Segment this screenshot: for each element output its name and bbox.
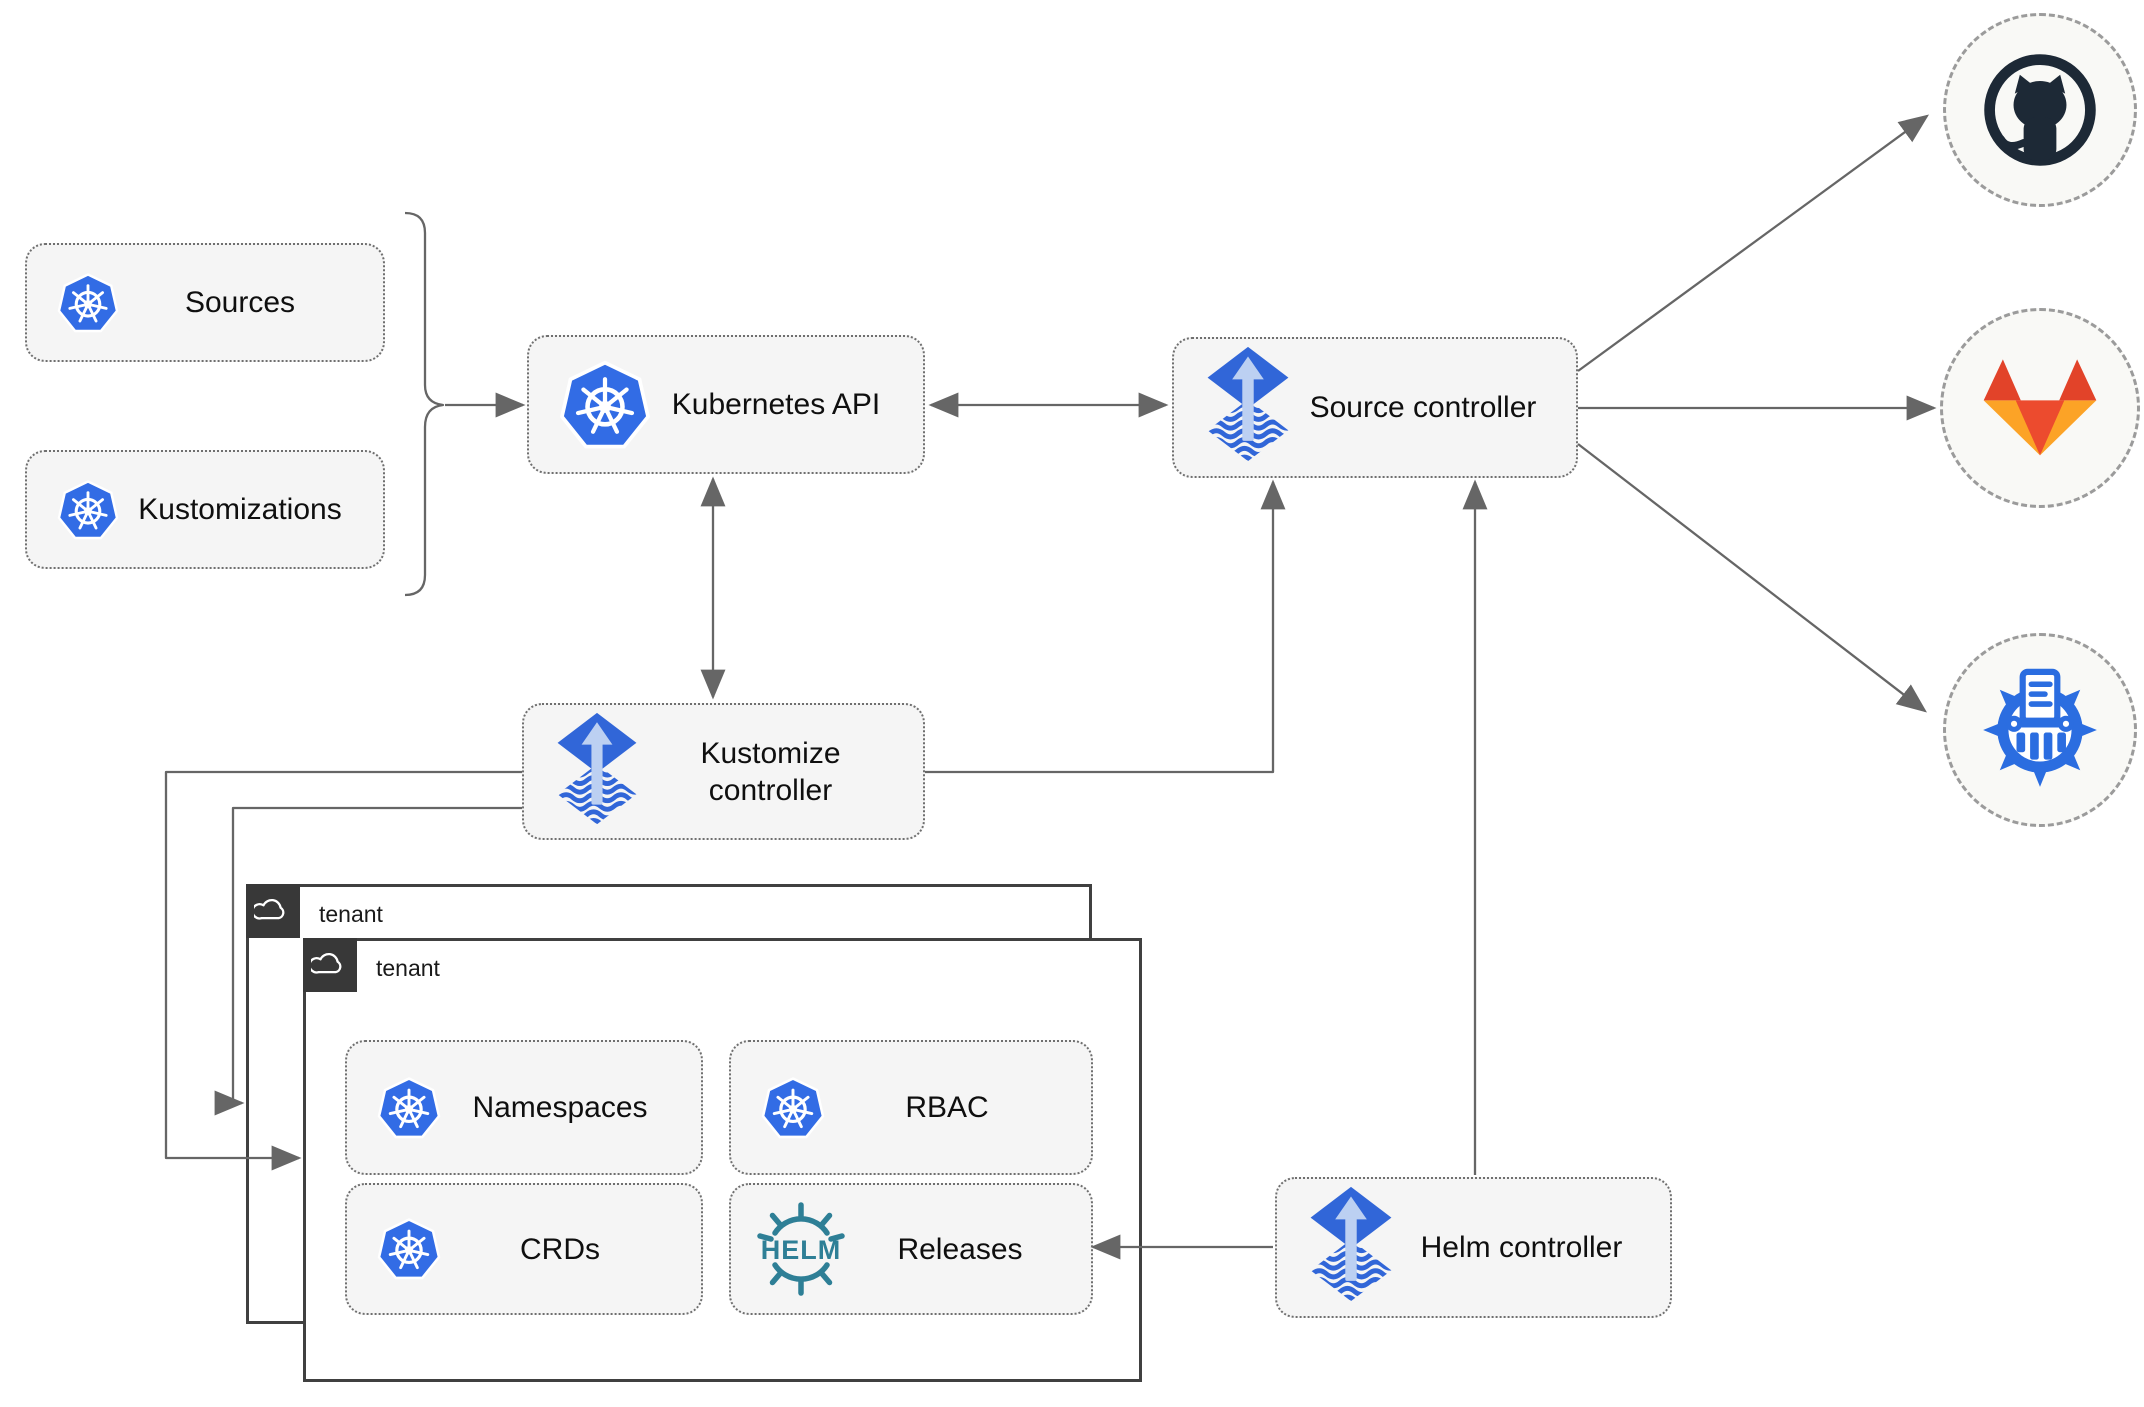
kubernetes-icon (57, 479, 119, 541)
kubernetes-icon (559, 359, 651, 451)
edge-source-to-github (1577, 114, 1930, 372)
edge-kustomize-to-source (925, 479, 1286, 774)
helm-controller-box: Helm controller (1275, 1177, 1672, 1318)
kustomizations-box: Kustomizations (25, 450, 385, 569)
kubernetes-icon (57, 272, 119, 334)
flux-icon (554, 712, 640, 832)
releases-box: HELM Releases (729, 1183, 1093, 1315)
kubernetes-api-label: Kubernetes API (671, 388, 881, 421)
kubernetes-icon (377, 1217, 441, 1281)
brace-sources-kustomizations (404, 211, 445, 597)
helm-logo-text: HELM (761, 1235, 842, 1265)
flux-icon (1204, 346, 1292, 469)
chart-repository-circle (1943, 633, 2137, 827)
tenant-badge (246, 884, 300, 938)
namespaces-label: Namespaces (472, 1091, 648, 1124)
tenant-label: tenant (376, 955, 440, 981)
kubernetes-api-box: Kubernetes API (527, 335, 925, 474)
helm-icon: HELM (751, 1197, 851, 1301)
cloud-icon (254, 898, 285, 920)
helm-controller-label: Helm controller (1420, 1231, 1623, 1264)
crds-label: CRDs (520, 1232, 600, 1266)
kustomize-controller-label: Kustomize controller (700, 736, 841, 807)
github-circle (1943, 13, 2137, 207)
tenant-label: tenant (319, 901, 383, 927)
kustomizations-label: Kustomizations (138, 493, 342, 526)
kubernetes-icon (761, 1076, 825, 1140)
gitlab-icon (1983, 359, 2097, 456)
kubernetes-icon (377, 1076, 441, 1140)
tenant-box-front: tenant Namespaces RBAC CRDs (303, 938, 1142, 1382)
edge-source-to-chart-repository (1577, 443, 1927, 713)
gitlab-circle (1940, 308, 2140, 508)
tenant-badge (303, 938, 357, 992)
releases-label: Releases (897, 1232, 1023, 1266)
flux-icon (1307, 1186, 1395, 1309)
rbac-box: RBAC (729, 1040, 1093, 1175)
chart-repository-icon (1972, 662, 2108, 798)
rbac-label: RBAC (905, 1091, 989, 1124)
github-icon (1977, 47, 2103, 173)
source-controller-label: Source controller (1309, 391, 1537, 424)
source-controller-box: Source controller (1172, 337, 1578, 478)
sources-label: Sources (184, 286, 296, 319)
namespaces-box: Namespaces (345, 1040, 703, 1175)
crds-box: CRDs (345, 1183, 703, 1315)
kustomize-controller-box: Kustomize controller (522, 703, 925, 840)
sources-box: Sources (25, 243, 385, 362)
cloud-icon (311, 952, 342, 974)
